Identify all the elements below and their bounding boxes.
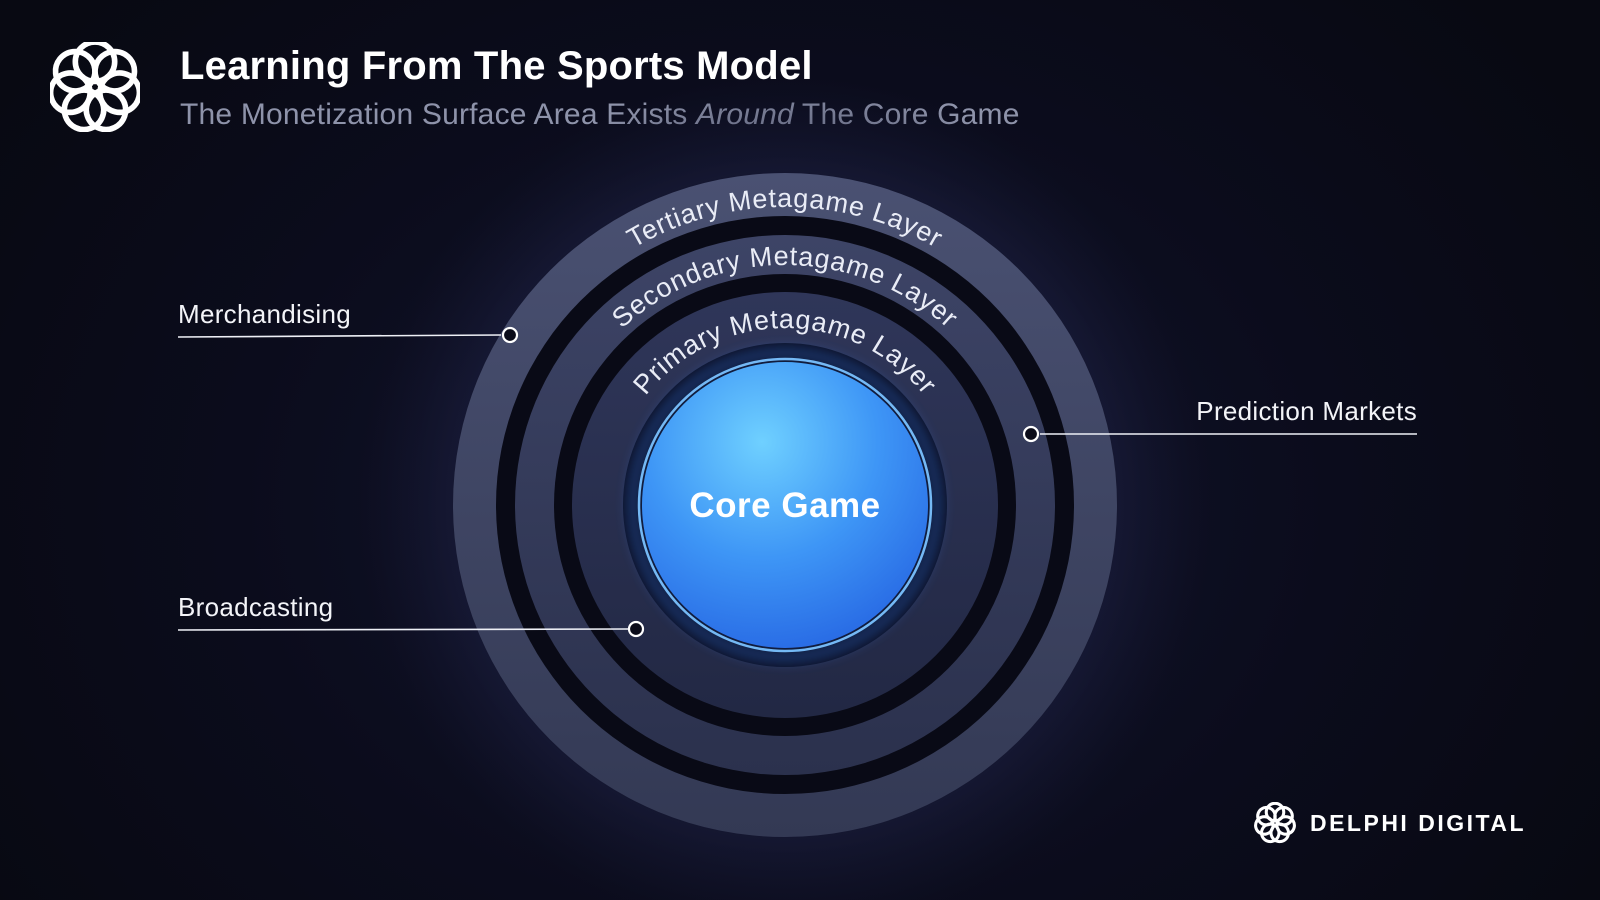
callout-label-prediction-markets: Prediction Markets xyxy=(1196,396,1417,426)
brand-wordmark: DELPHI DIGITAL xyxy=(1309,809,1526,836)
delphi-logo-icon-footer xyxy=(1254,802,1296,844)
delphi-logo-icon xyxy=(47,39,143,137)
core-circle xyxy=(642,362,928,648)
callout-line-broadcasting xyxy=(177,628,629,631)
callout-label-broadcasting: Broadcasting xyxy=(178,592,334,622)
core-glow-ring xyxy=(627,347,943,663)
page-title: Learning From The Sports Model xyxy=(180,44,813,88)
callout-lines xyxy=(177,334,1417,631)
callout-marker-broadcasting xyxy=(627,620,645,638)
footer-brand: DELPHI DIGITAL xyxy=(1254,802,1526,844)
core-game-label: Core Game xyxy=(689,486,880,525)
callout-marker-merchandising xyxy=(501,326,519,344)
callout-marker-prediction-markets xyxy=(1022,425,1040,443)
callout-label-merchandising: Merchandising xyxy=(178,299,351,329)
core-outline-ring xyxy=(637,357,933,653)
callout-line-merchandising xyxy=(177,334,502,338)
knot-logo-graphic xyxy=(47,39,143,133)
